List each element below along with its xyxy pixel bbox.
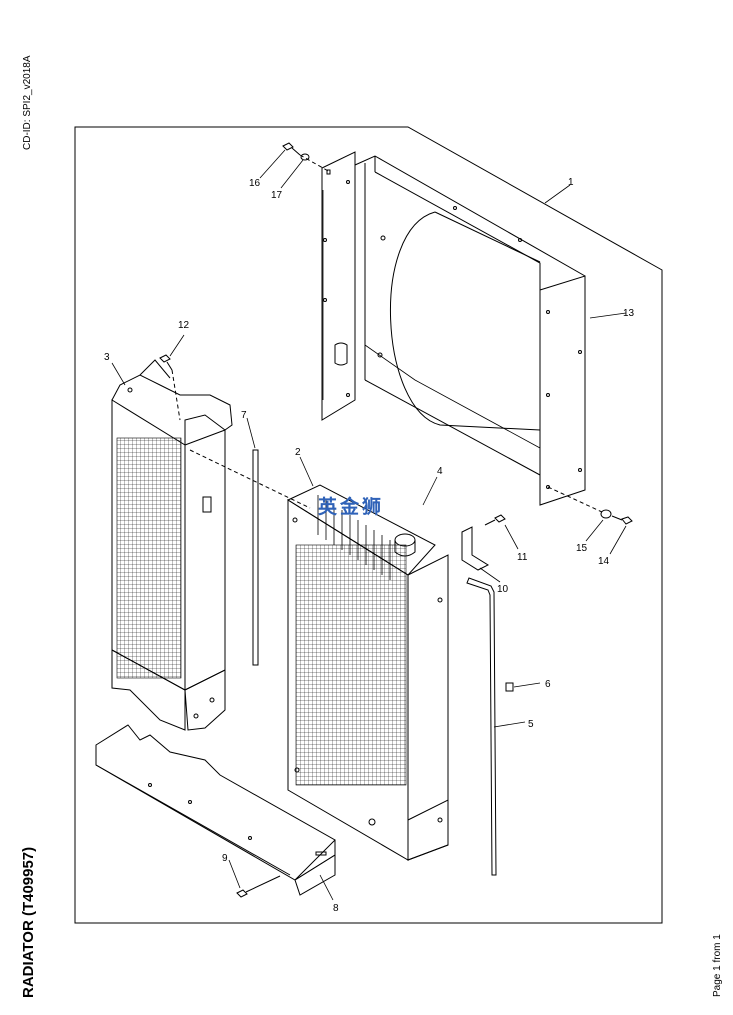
diagram-frame	[74, 126, 663, 924]
washer-15	[600, 509, 612, 519]
clip-6	[505, 682, 514, 692]
callout-16: 16	[249, 178, 261, 189]
callout-10: 10	[497, 584, 509, 595]
callout-17: 17	[271, 190, 283, 201]
callout-7: 7	[241, 410, 247, 421]
bracket-10	[461, 526, 490, 571]
hose-5	[466, 577, 497, 876]
charge-air-cooler-part	[111, 359, 233, 731]
hose-7	[252, 449, 259, 666]
callout-5: 5	[528, 719, 534, 730]
bolt-14	[611, 515, 633, 525]
watermark-logo: 英金狮	[318, 496, 385, 518]
bolt-16	[282, 142, 301, 156]
callout-3: 3	[104, 352, 110, 363]
callout-1: 1	[568, 177, 574, 188]
bottom-bracket-part	[95, 724, 336, 896]
callout-12: 12	[178, 320, 190, 331]
callout-15: 15	[576, 543, 588, 554]
callout-11: 11	[517, 552, 528, 563]
callout-9: 9	[222, 853, 228, 864]
callout-6: 6	[545, 679, 551, 690]
bolt-11	[484, 514, 506, 526]
callout-4: 4	[437, 466, 443, 477]
bolt-12	[159, 354, 173, 371]
callout-13: 13	[623, 308, 635, 319]
callout-2: 2	[295, 447, 301, 458]
callout-8: 8	[333, 903, 339, 914]
radiator-core-part	[286, 484, 449, 861]
callout-14: 14	[598, 556, 610, 567]
fan-shroud-part	[321, 151, 586, 506]
bolt-9	[236, 875, 281, 898]
washer-17	[300, 153, 310, 161]
